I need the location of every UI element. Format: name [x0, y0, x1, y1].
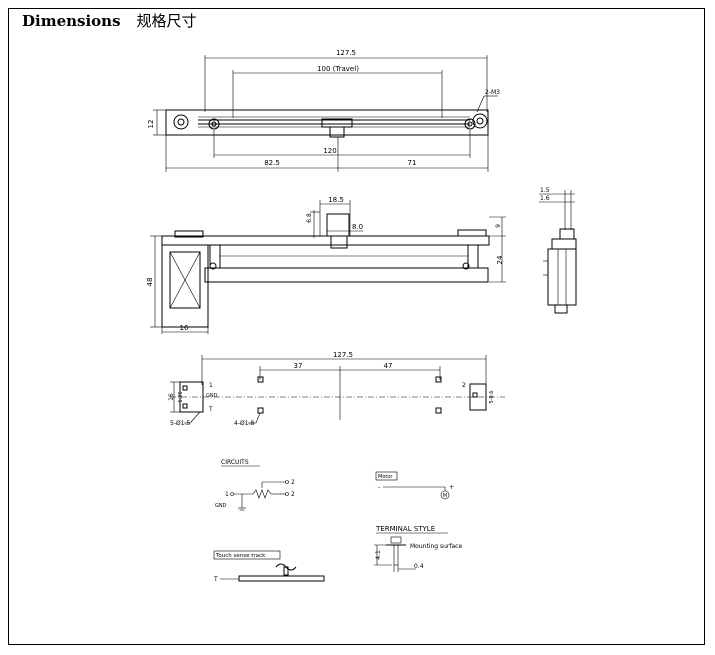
dim-end-a: 1.5 — [540, 187, 550, 194]
circuits-title: CIRCUITS — [221, 459, 249, 466]
dim-top-overall: 127.5 — [336, 49, 356, 57]
terminal-title: TERMINAL STYLE — [375, 525, 435, 533]
end-view: 1.5 1.6 — [539, 187, 577, 314]
circuits-pin2: 2 — [291, 491, 295, 498]
dim-top-travel: 100 (Travel) — [317, 65, 359, 73]
dim-top-pitch: 120 — [323, 147, 336, 155]
pin-gnd: GND — [206, 393, 218, 399]
top-view: 127.5 100 (Travel) 2-M3 12 12 — [147, 49, 500, 172]
circuits-diagram: CIRCUITS 1 2 2 GND — [215, 459, 295, 511]
motor-m: M — [443, 493, 447, 499]
title-en: Dimensions — [22, 12, 121, 30]
title-cn: 规格尺寸 — [136, 12, 197, 30]
dim-bottom-hole1: 5-Ø1.5 — [170, 420, 190, 427]
bottom-view: 127.5 37 47 1 GND T 2 16 1.25 5-0.6 5-Ø1… — [168, 351, 505, 427]
terminal-label: Mounting surface — [410, 543, 462, 550]
pin-l: 1 — [209, 382, 213, 389]
dim-side-knob-h: 6.8 — [306, 213, 313, 223]
dim-side-bracket: 48 — [146, 278, 154, 287]
dim-side-top: 9 — [495, 224, 502, 228]
dim-bottom-d2: 47 — [384, 362, 393, 370]
dim-top-thread: 2-M3 — [485, 89, 500, 96]
motor-minus: - — [378, 484, 380, 491]
dim-bottom-right-sub: 5-0.6 — [489, 391, 495, 404]
dim-bottom-left-sub: 1.25 — [178, 391, 184, 402]
motor-plus: + — [449, 484, 454, 491]
page-title: Dimensions 规格尺寸 — [22, 10, 197, 31]
dim-top-right: 71 — [408, 159, 417, 167]
pin-t: T — [208, 406, 213, 413]
circuits-gnd: GND — [215, 503, 227, 509]
side-view: 18.5 8.0 6.8 9 24 — [146, 196, 506, 334]
dim-side-bracket-w: 16 — [180, 324, 189, 332]
drawing-frame — [8, 8, 705, 645]
dim-top-left: 82.5 — [264, 159, 280, 167]
circuits-pin1: 1 — [225, 491, 229, 498]
dim-bottom-left-h: 16 — [168, 393, 175, 401]
terminal-h: 4.1 — [375, 550, 382, 560]
motor-diagram: Motor - M + — [375, 471, 454, 500]
motor-title: Motor — [378, 474, 393, 480]
dim-top-height: 12 — [147, 120, 155, 129]
dim-bottom-hole2: 4-Ø1.8 — [234, 420, 254, 427]
pin-r: 2 — [462, 382, 466, 389]
dim-side-knob-width: 18.5 — [328, 196, 344, 204]
dim-end-b: 1.6 — [540, 195, 550, 202]
terminal-style: TERMINAL STYLE Mounting surface 4.1 0.4 — [374, 525, 462, 572]
dim-bottom-overall: 127.5 — [333, 351, 353, 359]
touch-title: Touch sense track — [215, 553, 266, 559]
circuits-pin3: 2 — [291, 479, 295, 486]
dim-side-knob-w2: 8.0 — [352, 223, 363, 231]
touch-sense-track: Touch sense track T — [213, 550, 325, 583]
touch-t: T — [213, 576, 218, 583]
terminal-w: 0.4 — [414, 563, 424, 570]
dim-side-body: 24 — [496, 255, 504, 264]
dim-bottom-d1: 37 — [294, 362, 303, 370]
